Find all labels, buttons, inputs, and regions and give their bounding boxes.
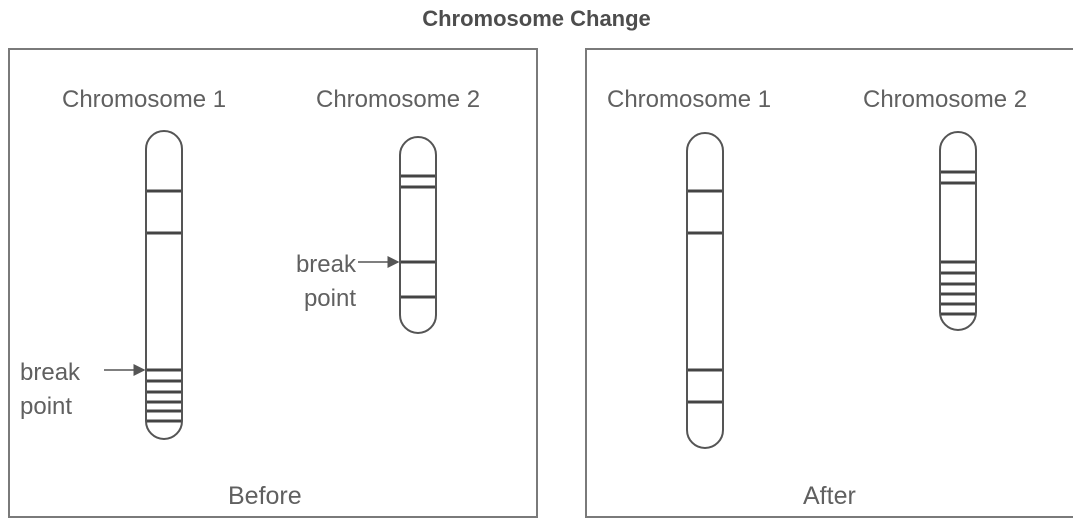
after-chromosome-1 <box>687 133 723 448</box>
chromosome-body <box>940 132 976 330</box>
chromosome-body <box>400 137 436 333</box>
after-chromosome-2 <box>940 132 976 330</box>
before-chromosome-1 <box>146 131 182 439</box>
before-chromosome-2 <box>400 137 436 333</box>
